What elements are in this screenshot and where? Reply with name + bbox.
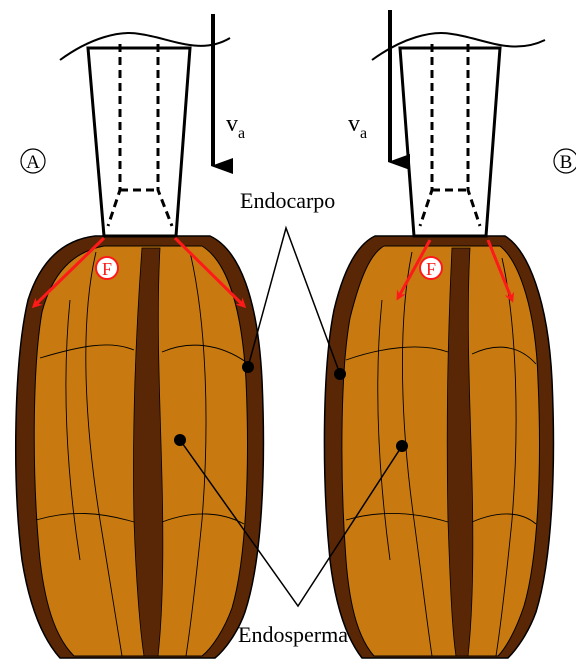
crease-a <box>133 248 162 656</box>
force-label-b: F <box>426 259 436 279</box>
velocity-symbol-a: v <box>226 111 238 137</box>
velocity-label-a: va <box>226 111 245 142</box>
velocity-subscript-a: a <box>238 125 245 142</box>
plunger-body-b <box>400 48 500 236</box>
endosperma-label: Endosperma <box>238 622 348 647</box>
velocity-label-b: va <box>348 111 367 142</box>
velocity-subscript-b: a <box>360 125 367 142</box>
endocarpo-leader <box>248 228 340 374</box>
endocarpo-label: Endocarpo <box>240 188 335 213</box>
panel-label-a: A <box>26 152 40 173</box>
panel-label-b: B <box>560 152 573 173</box>
plunger-body-a <box>88 48 190 236</box>
velocity-symbol-b: v <box>348 111 360 137</box>
panel-b: F B va <box>324 10 576 658</box>
force-label-a: F <box>102 259 112 279</box>
panel-a: F A va <box>16 14 264 658</box>
